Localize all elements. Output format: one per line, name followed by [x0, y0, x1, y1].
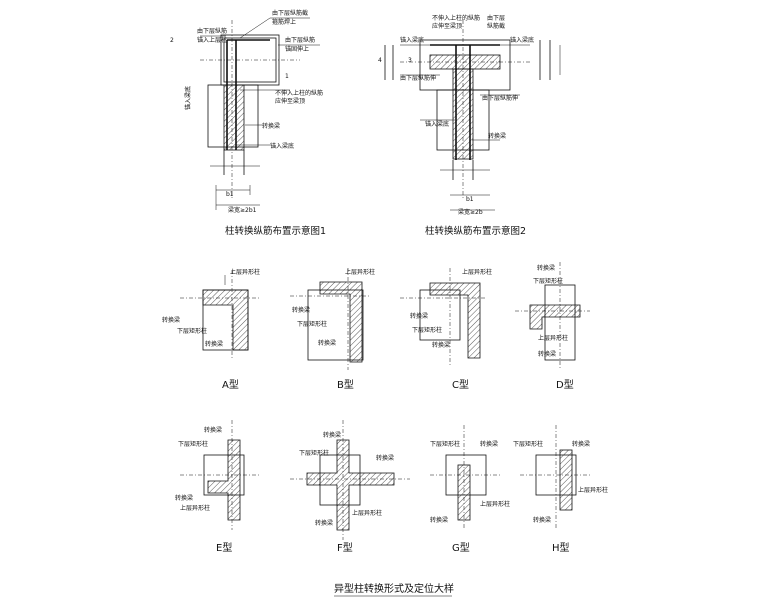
type-b-beam1: 转换梁	[292, 306, 310, 314]
fig1-label-3: 由下层纵筋	[197, 27, 227, 35]
fig2-label-4: 纵筋截	[487, 22, 505, 30]
type-h-beam2: 转换梁	[533, 516, 551, 524]
type-e-lower: 下层矩形柱	[178, 440, 208, 448]
fig1-label-9: 转换梁	[262, 122, 280, 130]
type-g-label: G型	[452, 541, 470, 554]
fig1-label-7: 不伸入上柱的纵筋	[275, 89, 323, 97]
type-a-diagram: 上层异形柱 转换梁 下层矩形柱 转换梁 A型	[162, 268, 260, 391]
type-c-label: C型	[452, 378, 469, 391]
fig2-dim: 梁宽≥2b	[458, 208, 483, 216]
type-d-beam1: 转换梁	[537, 264, 555, 272]
type-a-beam2: 转换梁	[205, 340, 223, 348]
type-a-label: A型	[222, 378, 239, 391]
fig2-label-6: 锚入梁底	[510, 36, 534, 44]
fig1-label-4: 锚入上层柱	[197, 36, 227, 44]
type-g-beam2: 转换梁	[430, 516, 448, 524]
fig2-label-9: 锚入梁底	[425, 120, 449, 128]
type-d-label: D型	[556, 378, 574, 391]
type-d-diagram: 转换梁 下层矩形柱 上层异形柱 转换梁 D型	[515, 262, 590, 391]
fig2-caption: 柱转换纵筋布置示意图2	[425, 225, 526, 237]
type-b-label: B型	[337, 378, 354, 391]
type-b-diagram: 上层异形柱 转换梁 下层矩形柱 转换梁 B型	[290, 268, 375, 391]
type-h-beam1: 转换梁	[572, 440, 590, 448]
type-e-beam1: 转换梁	[204, 426, 222, 434]
type-a-upper: 上层异形柱	[230, 268, 260, 276]
type-f-label: F型	[337, 541, 353, 554]
type-c-beam1: 转换梁	[410, 312, 428, 320]
fig1-num-2: 2	[170, 37, 174, 44]
type-b-lower: 下层矩形柱	[297, 320, 327, 328]
fig2-label-8: 由下层纵筋伸	[482, 94, 518, 102]
type-f-beam3: 转换梁	[315, 519, 333, 527]
fig2-num-4: 4	[378, 57, 382, 64]
fig2-label-3: 由下层	[487, 14, 505, 22]
fig1-dim: 梁宽≥2b1	[228, 206, 257, 214]
fig2-num-3: 3	[408, 57, 412, 64]
type-d-upper: 上层异形柱	[538, 334, 568, 342]
type-h-upper: 上层异形柱	[578, 486, 608, 494]
fig1-num-1: 1	[285, 73, 289, 80]
type-d-lower: 下层矩形柱	[533, 277, 563, 285]
type-e-diagram: 转换梁 下层矩形柱 转换梁 上层异形柱 E型	[175, 420, 260, 554]
fig1-label-1: 由下层纵筋截	[272, 9, 308, 17]
type-h-label: H型	[552, 541, 570, 554]
fig1-dim-b1: b1	[226, 191, 234, 198]
fig1-caption: 柱转换纵筋布置示意图1	[225, 225, 326, 237]
figure-2-column-rebar-layout: b1 梁宽≥2b 不伸入上柱的纵筋 应伸至梁顶 由下层 纵筋截 锚入梁底 锚入梁…	[378, 14, 561, 237]
type-f-beam2: 转换梁	[376, 454, 394, 462]
fig1-label-6: 锚固伸上	[285, 45, 309, 53]
figure-1-column-rebar-layout: b1 梁宽≥2b1 由下层纵筋截 箍筋焊上 由下层纵筋 锚入上层柱 由下层纵筋 …	[170, 9, 326, 237]
type-h-lower: 下层矩形柱	[513, 440, 543, 448]
fig2-label-1: 不伸入上柱的纵筋	[432, 14, 480, 22]
type-d-beam2: 转换梁	[538, 350, 556, 358]
type-b-upper: 上层异形柱	[345, 268, 375, 276]
type-a-lower: 下层矩形柱	[177, 327, 207, 335]
fig1-label-8: 应伸至梁顶	[275, 97, 305, 105]
fig1-label-10: 锚入梁底	[270, 142, 294, 150]
main-caption: 异型柱转换形式及定位大样	[334, 582, 454, 595]
fig1-label-5: 由下层纵筋	[285, 36, 315, 44]
type-b-beam2: 转换梁	[318, 339, 336, 347]
type-a-beam1: 转换梁	[162, 316, 180, 324]
type-c-lower: 下层矩形柱	[412, 326, 442, 334]
type-e-label: E型	[216, 541, 232, 554]
type-g-upper: 上层异形柱	[480, 500, 510, 508]
type-h-diagram: 下层矩形柱 转换梁 上层异形柱 转换梁 H型	[513, 425, 608, 554]
type-g-beam1: 转换梁	[480, 440, 498, 448]
fig2-label-10: 转换梁	[488, 132, 506, 140]
type-f-lower: 下层矩形柱	[299, 449, 329, 457]
type-f-beam1: 转换梁	[323, 431, 341, 439]
type-f-upper: 上层异形柱	[352, 509, 382, 517]
type-c-beam2: 转换梁	[432, 341, 450, 349]
fig2-dim-b1: b1	[466, 196, 474, 203]
type-g-lower: 下层矩形柱	[430, 440, 460, 448]
fig2-label-2: 应伸至梁顶	[432, 22, 462, 30]
fig2-label-5: 锚入梁底	[400, 36, 424, 44]
type-c-upper: 上层异形柱	[462, 268, 492, 276]
type-g-diagram: 下层矩形柱 转换梁 上层异形柱 转换梁 G型	[430, 425, 510, 554]
fig1-label-11: 锚入梁底	[184, 86, 192, 110]
type-c-diagram: 上层异形柱 转换梁 下层矩形柱 转换梁 C型	[400, 268, 492, 391]
type-e-upper: 上层异形柱	[180, 504, 210, 512]
fig2-label-7: 由下层纵筋伸	[400, 74, 436, 82]
fig1-label-2: 箍筋焊上	[272, 18, 296, 26]
type-f-diagram: 转换梁 下层矩形柱 转换梁 上层异形柱 转换梁 F型	[290, 420, 410, 554]
type-e-beam2: 转换梁	[175, 494, 193, 502]
